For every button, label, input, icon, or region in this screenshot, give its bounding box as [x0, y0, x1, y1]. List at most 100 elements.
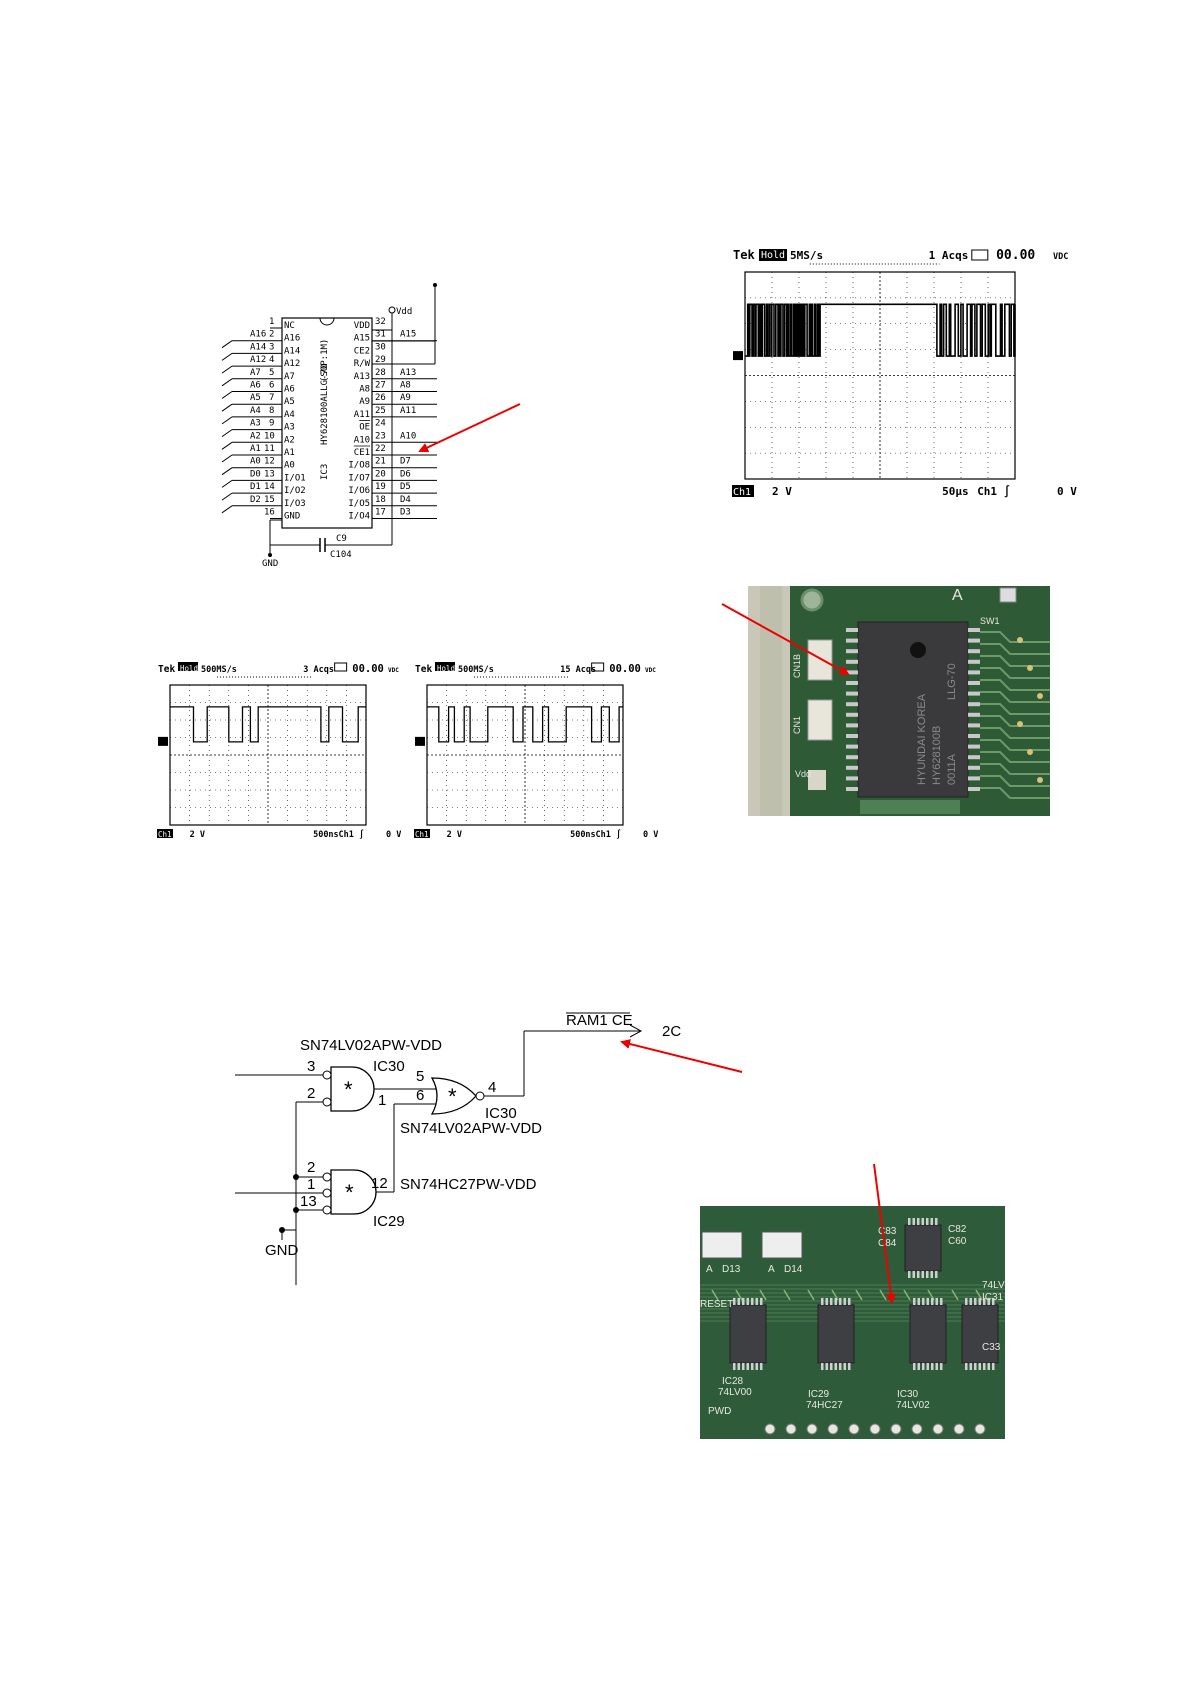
photo-logic-label-ic29: IC29 [808, 1389, 830, 1400]
scope-trigger: Ch1 ∫ [596, 829, 622, 840]
ram-right-pin-num: 30 [375, 342, 386, 352]
ram-right-pin-num: 22 [375, 444, 386, 454]
ram-left-net: A4 [250, 406, 261, 416]
gate1-part: SN74LV02APW-VDD [300, 1037, 442, 1054]
ram-left-pin-name: A7 [284, 372, 295, 382]
ram-left-pin-name: A6 [284, 385, 295, 395]
scope-volts-div: 2 V [190, 830, 205, 840]
gate3-symbol [330, 1169, 377, 1215]
ram-left-pin-name: I/O3 [284, 499, 306, 509]
ram-left-pin-num: 10 [264, 431, 275, 441]
gate2-part: SN74LV02APW-VDD [400, 1120, 542, 1137]
ram-left-pin-name: A4 [284, 410, 295, 420]
ram-left-pin-num: 13 [264, 469, 275, 479]
photo-logic-label-74lv00: 74LV00 [718, 1387, 752, 1398]
ram-right-pin-name: A15 [354, 334, 370, 344]
ram-right-net: D6 [400, 469, 411, 479]
ram-right-net: A10 [400, 431, 416, 441]
photo-logic-label-a1: A [706, 1264, 713, 1275]
ram-chip-part: HY628100ALLG-70 [320, 364, 330, 445]
ram-left-pin-name: A16 [284, 334, 300, 344]
scope-brand: Tek [158, 664, 175, 675]
g3-pin-b: 1 [307, 1176, 315, 1193]
ram-right-net: D5 [400, 482, 411, 492]
photo-logic-label-d14: D14 [784, 1264, 803, 1275]
photo-logic-label-74lv02: 74LV02 [896, 1400, 930, 1411]
ram-left-pin-num: 15 [264, 495, 275, 505]
photo-logic-label-c82: C82 [948, 1224, 967, 1235]
ram-right-pin-name: A8 [359, 385, 370, 395]
ram-left-pin-name: GND [284, 512, 300, 522]
scope-trace [745, 303, 1016, 357]
photo-ram-label-vdd: Vdd [795, 769, 811, 779]
photo-ram-label-cn1b: CN1B [792, 654, 802, 678]
ram-left-net: A7 [250, 368, 261, 378]
ram-right-net: A9 [400, 393, 411, 403]
scope-rate: 5MS/s [790, 249, 823, 262]
ram-right-pin-name: CE1 [354, 448, 370, 458]
scope-volts-div: 2 V [772, 485, 792, 498]
gnd-label-logic: GND [265, 1242, 299, 1259]
gnd-label-ram: GND [262, 559, 278, 569]
g2-pin-b: 6 [416, 1087, 424, 1104]
ram-left-pin-num: 5 [269, 368, 274, 378]
ram-left-net: A0 [250, 457, 261, 467]
ram-left-pin-name: A1 [284, 448, 295, 458]
logic-schematic: * 3 2 1 SN74LV02APW-VDD IC30 * 5 6 4 IC3… [235, 1012, 681, 1285]
scope-mode: Hold [180, 664, 198, 673]
photo-logic-label-reset: RESET [700, 1299, 733, 1310]
ram-left-pin-num: 4 [269, 355, 274, 365]
gate3-part: SN74HC27PW-VDD [400, 1176, 537, 1193]
scope-level: 0 V [643, 830, 658, 840]
gate3-ref: IC29 [373, 1213, 405, 1230]
ram-right-pin-name: I/O7 [348, 473, 370, 483]
ram-right-pin-name: I/O4 [348, 512, 370, 522]
ram-left-pin-num: 3 [269, 342, 274, 352]
photo-logic-label-ic30: IC30 [897, 1389, 919, 1400]
ram-schematic: HY628100ALLG-70 (SOP:1M) IC3 NC1A162A16A… [221, 283, 437, 569]
ram-left-pin-num: 8 [269, 406, 274, 416]
ram-left-net: A6 [250, 381, 261, 391]
ram-left-pin-num: 9 [269, 419, 274, 429]
photo-logic-label-a2: A [768, 1264, 775, 1275]
photo-ram-label-a: A [952, 587, 963, 604]
photo-logic-label-c83: C83 [878, 1226, 897, 1237]
ram-left-pin-num: 11 [264, 444, 275, 454]
ram-chip-ref: IC3 [320, 464, 330, 480]
ram-right-pin-num: 24 [375, 419, 386, 429]
ram-left-pin-name: A12 [284, 359, 300, 369]
scope-trigger: Ch1 ∫ [977, 485, 1010, 498]
ram-left-pin-name: A2 [284, 435, 295, 445]
photo-ram-chip-text-1: HY628100B [931, 726, 943, 785]
ram-left-pin-num: 2 [269, 330, 274, 340]
out-net-label: RAM1 CE [566, 1012, 633, 1029]
ram-left-pin-name: A3 [284, 423, 295, 433]
ram-left-pin-num: 14 [264, 482, 275, 492]
photo-ram-chip-text-2: 0011A [946, 753, 958, 785]
scope-acqs: 3 Acqs [303, 665, 334, 675]
scope-brand: Tek [415, 664, 432, 675]
photo-logic-label-c33: C33 [982, 1342, 1001, 1353]
ram-right-pin-num: 26 [375, 393, 386, 403]
arrow-ram-ce1 [418, 403, 521, 453]
gate1-star: * [344, 1077, 353, 1102]
scope-channel: Ch1 [158, 830, 172, 839]
ram-left-net: A16 [250, 330, 266, 340]
photo-logic-ic [909, 1304, 947, 1364]
ram-right-pin-num: 27 [375, 381, 386, 391]
gate1-symbol [330, 1066, 375, 1112]
g2-pin-out: 4 [488, 1079, 496, 1096]
photo-logic-label-c84: C84 [878, 1238, 897, 1249]
ram-right-net: A8 [400, 381, 411, 391]
scope-reading-unit: VDC [388, 667, 399, 674]
scope-time-div: 500ns [570, 830, 596, 840]
scope-reading: 00.00 [609, 663, 641, 675]
ram-left-net: D0 [250, 469, 261, 479]
ram-left-pin-num: 6 [269, 381, 274, 391]
g1-pin-out: 1 [378, 1092, 386, 1109]
ram-right-net: A13 [400, 368, 416, 378]
ram-right-pin-num: 19 [375, 482, 386, 492]
photo-logic-ic [961, 1304, 999, 1364]
g3-pin-c: 13 [300, 1193, 317, 1210]
